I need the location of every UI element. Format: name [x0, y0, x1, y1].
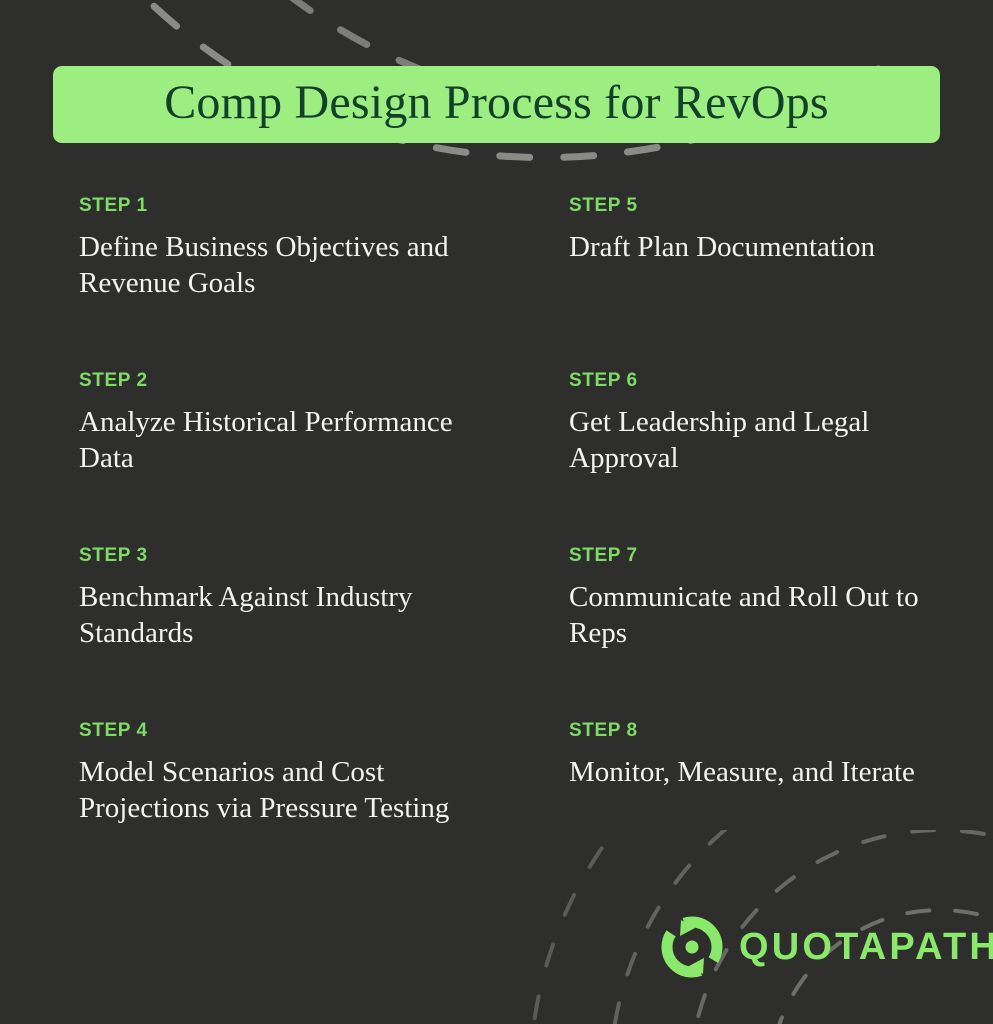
step-item: STEP 7 Communicate and Roll Out to Reps — [569, 546, 980, 721]
steps-grid: STEP 1 Define Business Objectives and Re… — [0, 196, 993, 896]
quotapath-logo: QUOTAPATH — [661, 916, 993, 978]
step-item: STEP 3 Benchmark Against Industry Standa… — [79, 546, 490, 721]
step-label: STEP 2 — [79, 370, 148, 391]
step-text: Draft Plan Documentation — [569, 231, 876, 263]
step-text: Communicate and Roll Out to Reps — [569, 581, 919, 650]
step-item: STEP 2 Analyze Historical Performance Da… — [79, 371, 490, 546]
step-text: Monitor, Measure, and Iterate — [569, 756, 915, 788]
step-item: STEP 4 Model Scenarios and Cost Projecti… — [79, 721, 490, 896]
step-label: STEP 8 — [569, 720, 638, 741]
quotapath-ring-icon — [661, 916, 723, 978]
step-label: STEP 6 — [569, 370, 638, 391]
step-label: STEP 4 — [79, 720, 148, 741]
brand-name: QUOTAPATH — [739, 926, 993, 968]
step-item: STEP 6 Get Leadership and Legal Approval — [569, 371, 980, 546]
step-item: STEP 5 Draft Plan Documentation — [569, 196, 980, 371]
step-item: STEP 1 Define Business Objectives and Re… — [79, 196, 490, 371]
step-label: STEP 1 — [79, 195, 148, 216]
page-title: Comp Design Process for RevOps — [164, 75, 829, 129]
step-label: STEP 7 — [569, 545, 638, 566]
step-text: Get Leadership and Legal Approval — [569, 406, 870, 475]
step-label: STEP 3 — [79, 545, 148, 566]
step-text: Analyze Historical Performance Data — [79, 406, 453, 475]
title-banner: Comp Design Process for RevOps — [53, 66, 940, 143]
step-text: Model Scenarios and Cost Projections via… — [79, 756, 450, 825]
step-text: Define Business Objectives and Revenue G… — [79, 231, 449, 300]
step-label: STEP 5 — [569, 195, 638, 216]
steps-column-left: STEP 1 Define Business Objectives and Re… — [0, 196, 490, 896]
step-text: Benchmark Against Industry Standards — [79, 581, 413, 650]
step-item: STEP 8 Monitor, Measure, and Iterate — [569, 721, 980, 896]
steps-column-right: STEP 5 Draft Plan Documentation STEP 6 G… — [490, 196, 980, 896]
